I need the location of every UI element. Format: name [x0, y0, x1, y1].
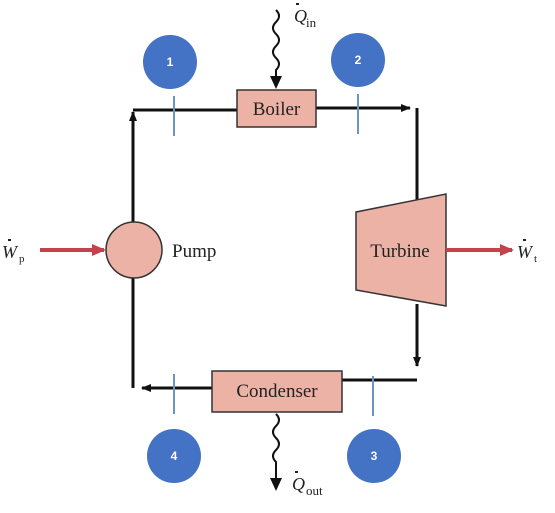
w-p-sub: p [19, 253, 25, 265]
energy-labels: Q in Q out W p W t [2, 3, 537, 498]
label-w-t: W t [517, 239, 537, 265]
state-4-circle [147, 429, 201, 483]
state-2-number: 2 [355, 53, 362, 67]
q-out-symbol: Q [292, 474, 305, 494]
state-1-circle [143, 35, 197, 89]
condenser-box [211, 370, 343, 413]
w-t-sub: t [534, 253, 537, 265]
w-t-symbol: W [517, 242, 534, 262]
pump: Pump [105, 221, 216, 279]
turbine: Turbine [355, 193, 447, 307]
boiler-label: Boiler [253, 99, 301, 120]
state-3-number: 3 [371, 449, 378, 463]
heat-arrows [270, 9, 282, 491]
label-q-in: Q in [294, 3, 317, 30]
state-3: 3 [347, 429, 401, 483]
condenser-label: Condenser [236, 381, 318, 402]
state-circles: 1 2 3 4 [143, 33, 401, 483]
pump-label: Pump [172, 241, 216, 262]
q-in-sub: in [306, 15, 317, 30]
state-3-circle [347, 429, 401, 483]
boiler: Boiler [236, 89, 317, 128]
state-1-number: 1 [167, 55, 174, 69]
heat-out-arrow [270, 413, 282, 491]
turbine-shape [355, 193, 447, 307]
boiler-box [236, 89, 317, 128]
q-in-symbol: Q [294, 6, 307, 26]
condenser: Condenser [211, 370, 343, 413]
pump-circle [105, 221, 163, 279]
state-2-circle [331, 33, 385, 87]
state-4-number: 4 [171, 449, 178, 463]
turbine-label: Turbine [370, 241, 429, 262]
label-w-p: W p [2, 239, 25, 265]
state-markers [173, 94, 374, 416]
q-out-sub: out [306, 483, 323, 498]
state-2: 2 [331, 33, 385, 87]
heat-in-arrow [270, 9, 282, 89]
pipe-network [129, 104, 421, 392]
state-4: 4 [147, 429, 201, 483]
label-q-out: Q out [292, 471, 323, 498]
state-1: 1 [143, 35, 197, 89]
w-p-symbol: W [2, 242, 19, 262]
